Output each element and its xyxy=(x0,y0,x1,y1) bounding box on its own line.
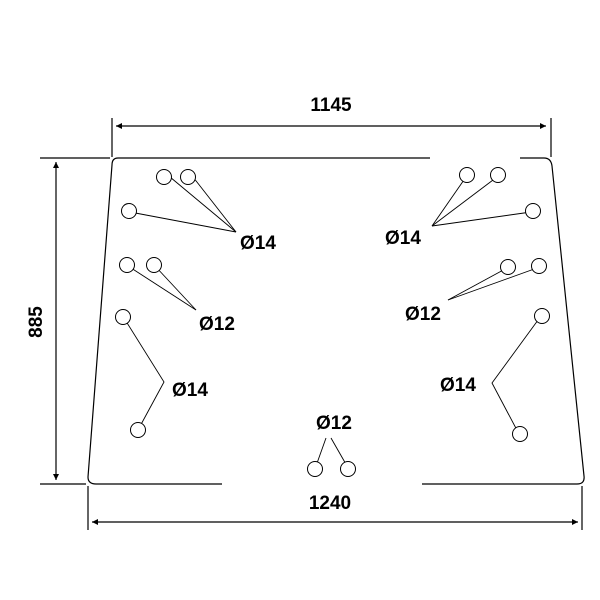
hole xyxy=(156,169,172,185)
hole xyxy=(119,257,135,273)
hole xyxy=(490,167,506,183)
middle-left-hole-group: Ø12 xyxy=(119,257,235,335)
bottom-width-label: 1240 xyxy=(309,493,351,514)
hole xyxy=(531,258,547,274)
bottom-center-callout: Ø12 xyxy=(316,413,352,434)
middle-left-callout: Ø12 xyxy=(199,314,235,335)
upper-left-hole-group: Ø14 xyxy=(121,169,276,254)
hole xyxy=(500,259,516,275)
hole xyxy=(340,461,356,477)
lower-left-callout: Ø14 xyxy=(172,380,208,401)
upper-right-callout: Ø14 xyxy=(385,228,421,249)
top-width-label: 1145 xyxy=(310,95,352,116)
top-width-dimension: 1145 xyxy=(111,95,552,157)
lower-right-callout: Ø14 xyxy=(440,375,476,396)
hole xyxy=(512,426,528,442)
hole xyxy=(121,203,137,219)
hole xyxy=(307,461,323,477)
middle-right-hole-group: Ø12 xyxy=(405,258,547,325)
panel-outline xyxy=(87,157,585,485)
hole xyxy=(115,309,131,325)
middle-right-callout: Ø12 xyxy=(405,304,441,325)
bottom-width-dimension: 1240 xyxy=(87,486,583,530)
bottom-center-hole-group: Ø12 xyxy=(307,413,356,477)
height-dimension: 885 xyxy=(26,157,110,485)
upper-right-hole-group: Ø14 xyxy=(385,167,541,249)
lower-right-hole-group: Ø14 xyxy=(440,308,550,442)
hole xyxy=(459,167,475,183)
lower-left-hole-group: Ø14 xyxy=(115,309,208,438)
hole xyxy=(180,169,196,185)
hole xyxy=(525,203,541,219)
height-label: 885 xyxy=(26,306,47,338)
hole xyxy=(534,308,550,324)
hole xyxy=(130,422,146,438)
hole xyxy=(146,257,162,273)
upper-left-callout: Ø14 xyxy=(240,233,276,254)
